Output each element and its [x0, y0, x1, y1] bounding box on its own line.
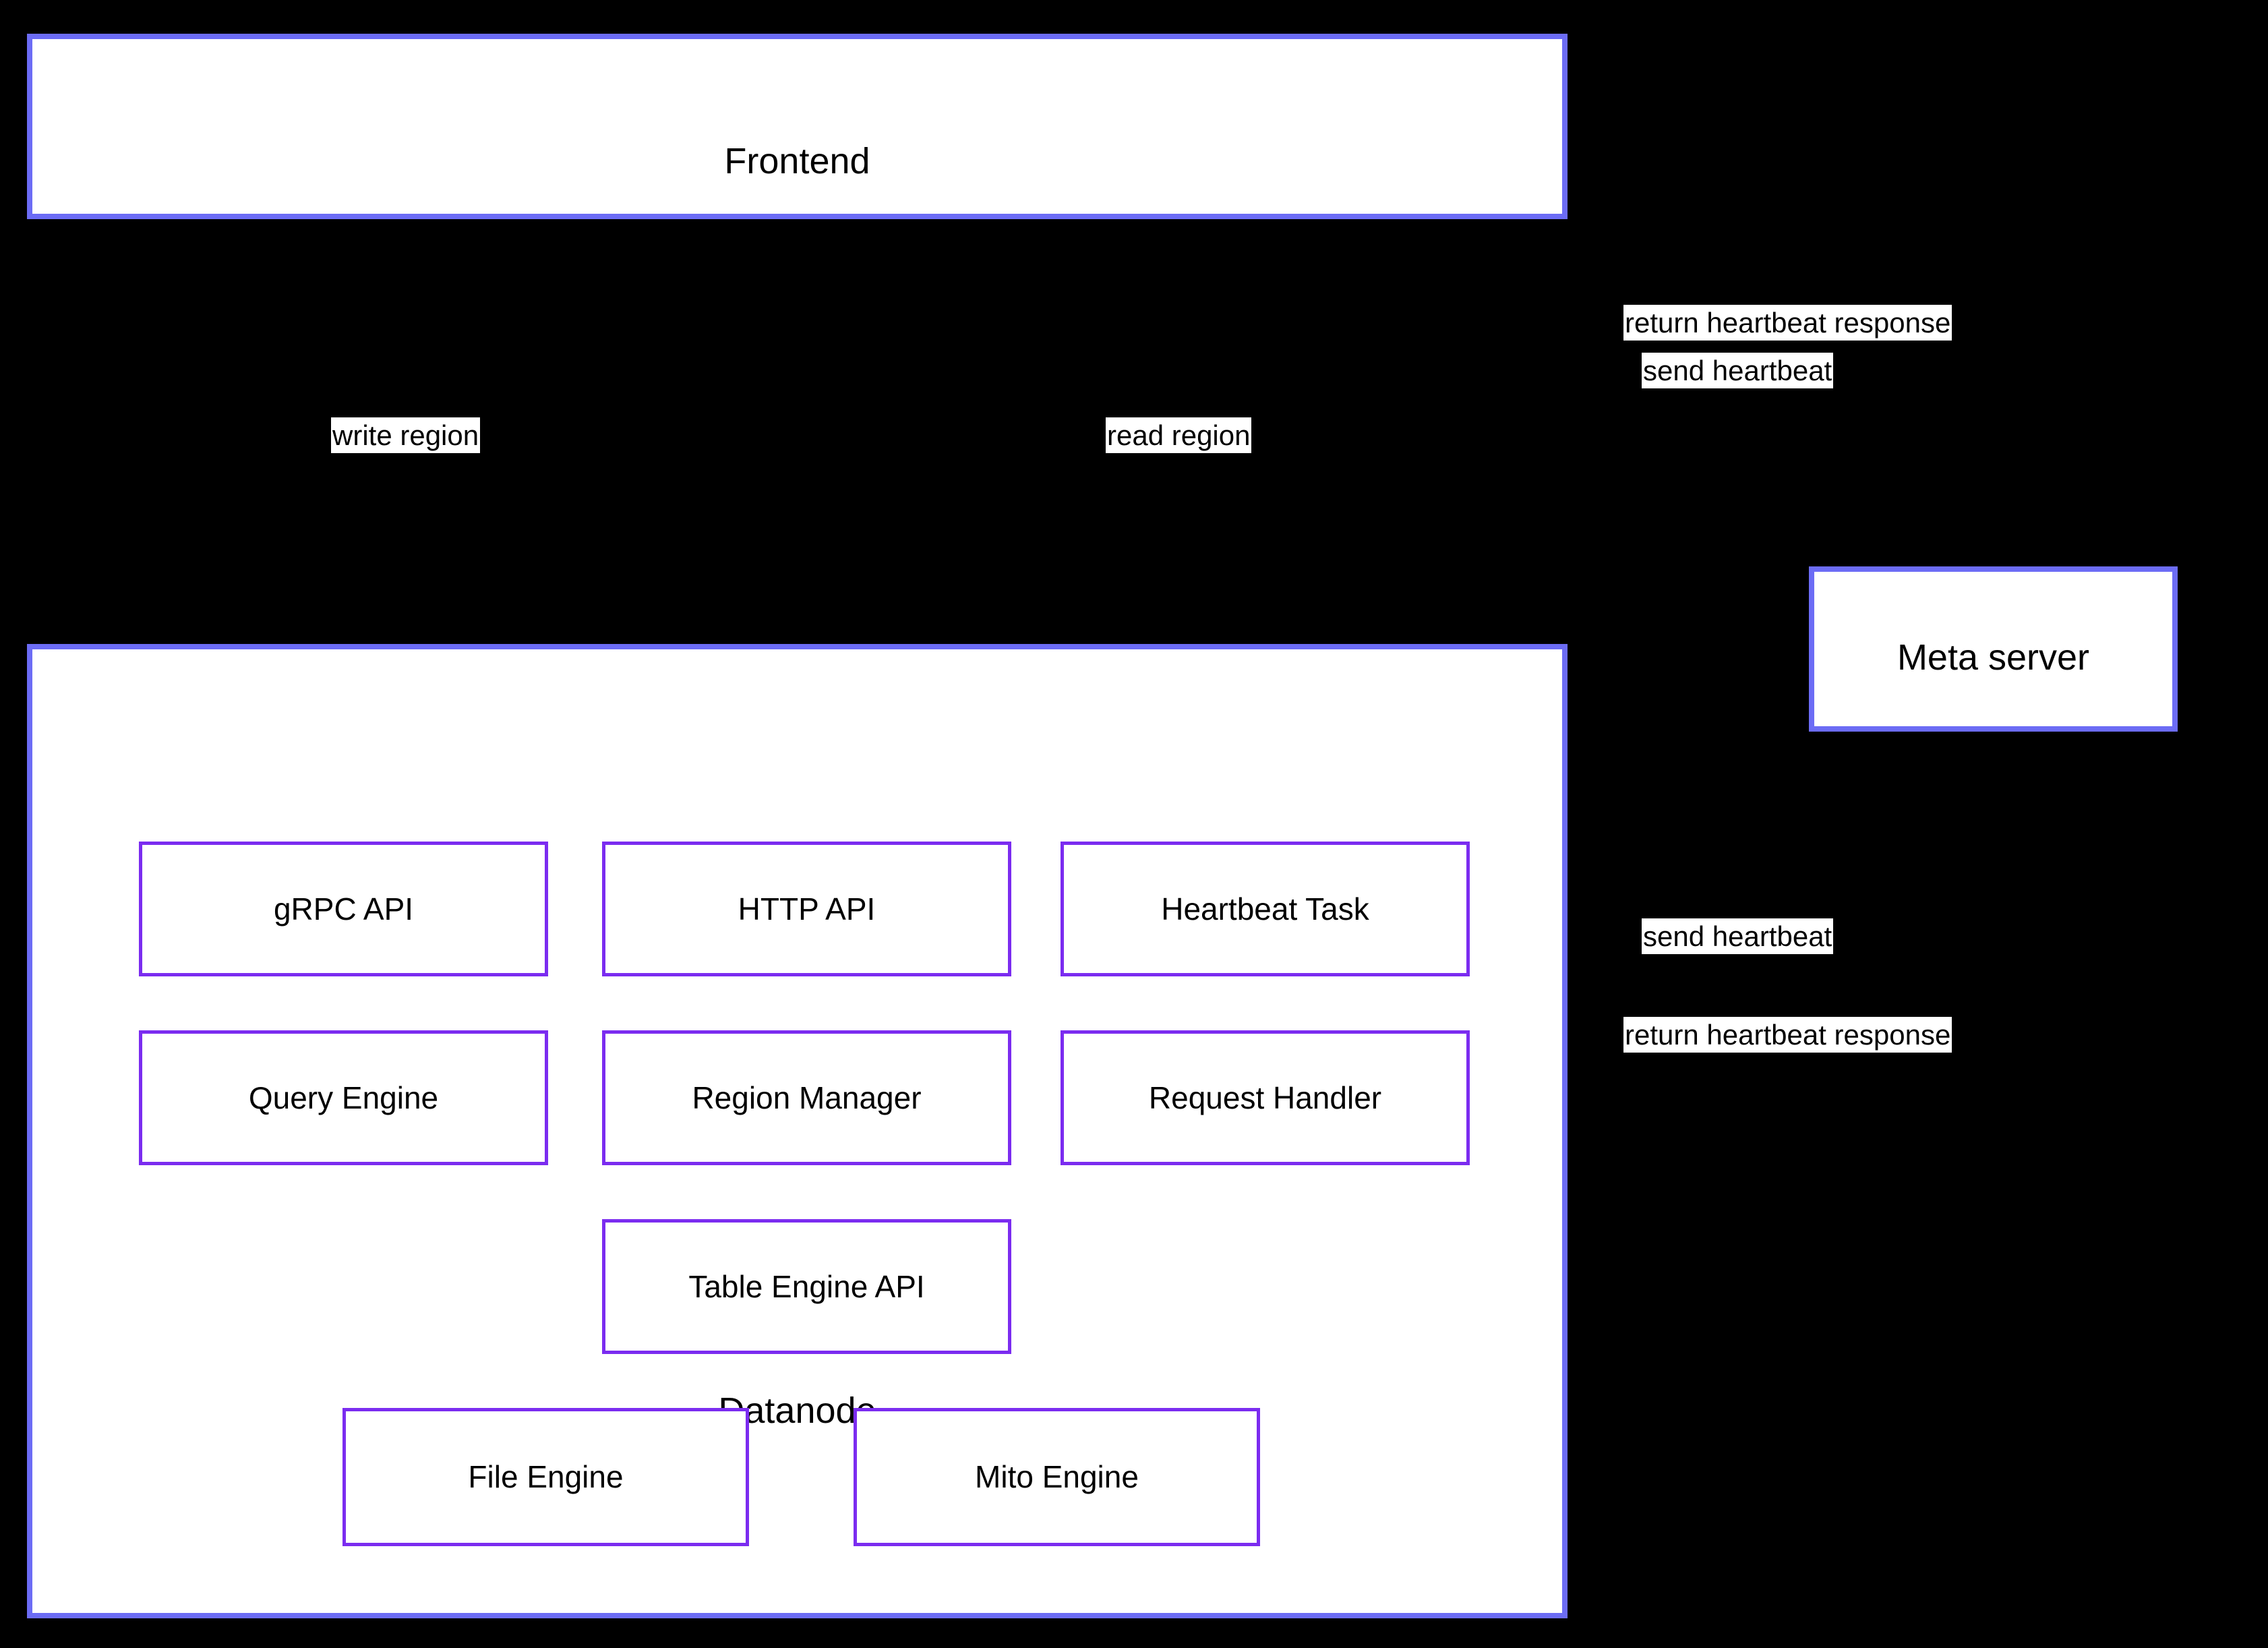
datanode-component-file-engine[interactable]: File Engine	[342, 1408, 749, 1546]
query-engine-label: Query Engine	[248, 1080, 439, 1115]
edge-label-datanode-send-heartbeat: send heartbeat	[1642, 918, 1834, 955]
datanode-component-query-engine[interactable]: Query Engine	[139, 1030, 548, 1165]
datanode-component-grpc-api[interactable]: gRPC API	[139, 842, 548, 976]
edge-label-frontend-return-heartbeat-response: return heartbeat response	[1623, 305, 1952, 341]
mito-engine-label: Mito Engine	[975, 1459, 1139, 1495]
datanode-component-http-api[interactable]: HTTP API	[602, 842, 1011, 976]
grpc-api-label: gRPC API	[273, 891, 414, 926]
edge-frontend-return-heartbeat-response	[1568, 108, 1863, 564]
datanode-node[interactable]: Datanode gRPC API HTTP API Heartbeat Tas…	[27, 644, 1568, 1618]
datanode-component-request-handler[interactable]: Request Handler	[1061, 1030, 1470, 1165]
meta-server-label: Meta server	[1897, 637, 2090, 678]
heartbeat-task-label: Heartbeat Task	[1161, 891, 1369, 926]
http-api-label: HTTP API	[738, 891, 876, 926]
datanode-component-table-engine-api[interactable]: Table Engine API	[602, 1219, 1011, 1354]
request-handler-label: Request Handler	[1148, 1080, 1382, 1115]
region-manager-label: Region Manager	[692, 1080, 922, 1115]
edge-label-datanode-return-heartbeat-response: return heartbeat response	[1623, 1017, 1952, 1053]
datanode-component-mito-engine[interactable]: Mito Engine	[854, 1408, 1260, 1546]
datanode-label: Datanode	[718, 1390, 876, 1431]
file-engine-label: File Engine	[468, 1459, 624, 1495]
datanode-component-region-manager[interactable]: Region Manager	[602, 1030, 1011, 1165]
table-engine-api-label: Table Engine API	[688, 1268, 925, 1304]
frontend-label: Frontend	[724, 141, 870, 181]
meta-server-node[interactable]: Meta server	[1809, 566, 2178, 732]
datanode-component-heartbeat-task[interactable]: Heartbeat Task	[1061, 842, 1470, 976]
frontend-node[interactable]: Frontend	[27, 34, 1568, 219]
edge-label-write-region: write region	[331, 417, 481, 454]
edge-label-read-region: read region	[1106, 417, 1252, 454]
edge-label-frontend-send-heartbeat: send heartbeat	[1642, 353, 1834, 389]
